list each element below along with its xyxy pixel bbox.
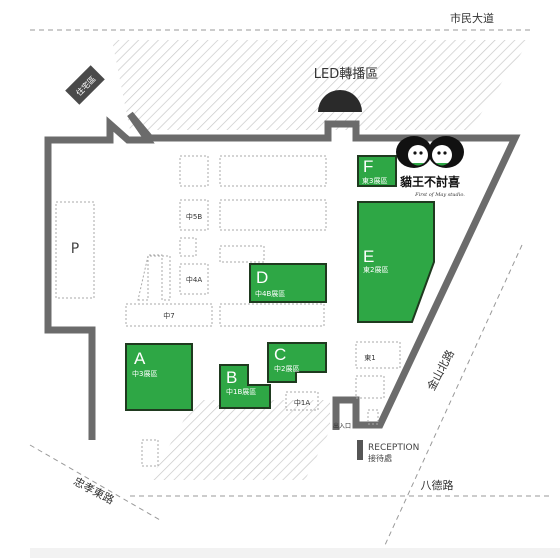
hall-a-name: 中3展區 <box>132 369 157 378</box>
road-label-top: 市民大道 <box>450 11 494 25</box>
hall-e-letter: E <box>363 247 374 266</box>
building-outline <box>355 375 385 399</box>
building-outline <box>219 155 327 187</box>
building-outline <box>285 391 319 411</box>
building-label-east-1: 東1 <box>364 353 375 362</box>
studio-logo <box>396 136 464 168</box>
building-outline <box>137 254 171 301</box>
road-label-left: 忠孝東路 <box>71 475 116 507</box>
building-outline <box>179 263 209 295</box>
road-label-bottom: 八德路 <box>421 478 454 492</box>
hall-f[interactable] <box>357 155 397 187</box>
hall-c-letter: C <box>274 345 286 364</box>
hall-d-name: 中4B展區 <box>255 289 285 298</box>
parking-lot <box>55 201 95 299</box>
hall-b[interactable] <box>219 364 271 409</box>
hall-d-letter: D <box>256 268 268 287</box>
building-outline <box>355 341 401 369</box>
road-label-right: 金山北路 <box>424 347 457 392</box>
parking-label: P <box>71 241 79 257</box>
hall-f-letter: F <box>363 157 373 176</box>
hall-a-letter: A <box>134 349 146 368</box>
building-label-middle-5b: 中5B <box>186 212 202 221</box>
building-outline <box>219 199 327 231</box>
logo-title: 貓王不討喜 <box>400 174 460 189</box>
building-outline <box>125 303 213 327</box>
building-outline <box>219 245 265 263</box>
road-line-right <box>384 244 523 546</box>
hall-c[interactable] <box>267 342 327 383</box>
building-outline <box>179 237 197 257</box>
led-screen <box>318 90 362 112</box>
hall-d[interactable] <box>249 263 327 303</box>
hall-e-name: 東2展區 <box>363 265 388 274</box>
entrance-label: 出入口 <box>333 422 351 430</box>
residence-marker <box>65 65 105 105</box>
road-line-left <box>29 444 161 521</box>
building-outline <box>141 439 159 467</box>
building-label-middle-1a: 中1A <box>294 398 310 407</box>
building-label-middle-4a: 中4A <box>186 275 202 284</box>
reception-label-zh: 接待處 <box>368 453 392 463</box>
footer-strip <box>30 548 560 558</box>
hall-b-letter: B <box>226 368 237 387</box>
hall-c-name: 中2展區 <box>274 364 299 373</box>
reception-marker <box>357 440 363 460</box>
building-outline <box>179 199 209 231</box>
building-label-middle-7: 中7 <box>163 311 174 320</box>
hatched-area-bottom <box>150 400 330 480</box>
reception-label-en: RECEPTION <box>368 443 419 453</box>
building-outline <box>367 409 379 425</box>
hall-b-name: 中1B展區 <box>226 387 256 396</box>
hatched-area-top <box>112 40 530 130</box>
hall-a[interactable] <box>125 343 193 411</box>
logo-subtitle: First of May studio. <box>414 192 465 198</box>
outer-wall <box>44 111 521 440</box>
led-screen-label: LED轉播區 <box>314 67 378 82</box>
building-outline <box>219 303 325 327</box>
hall-f-name: 東3展區 <box>362 176 387 185</box>
hall-e[interactable] <box>357 201 435 323</box>
building-outline <box>179 155 209 187</box>
